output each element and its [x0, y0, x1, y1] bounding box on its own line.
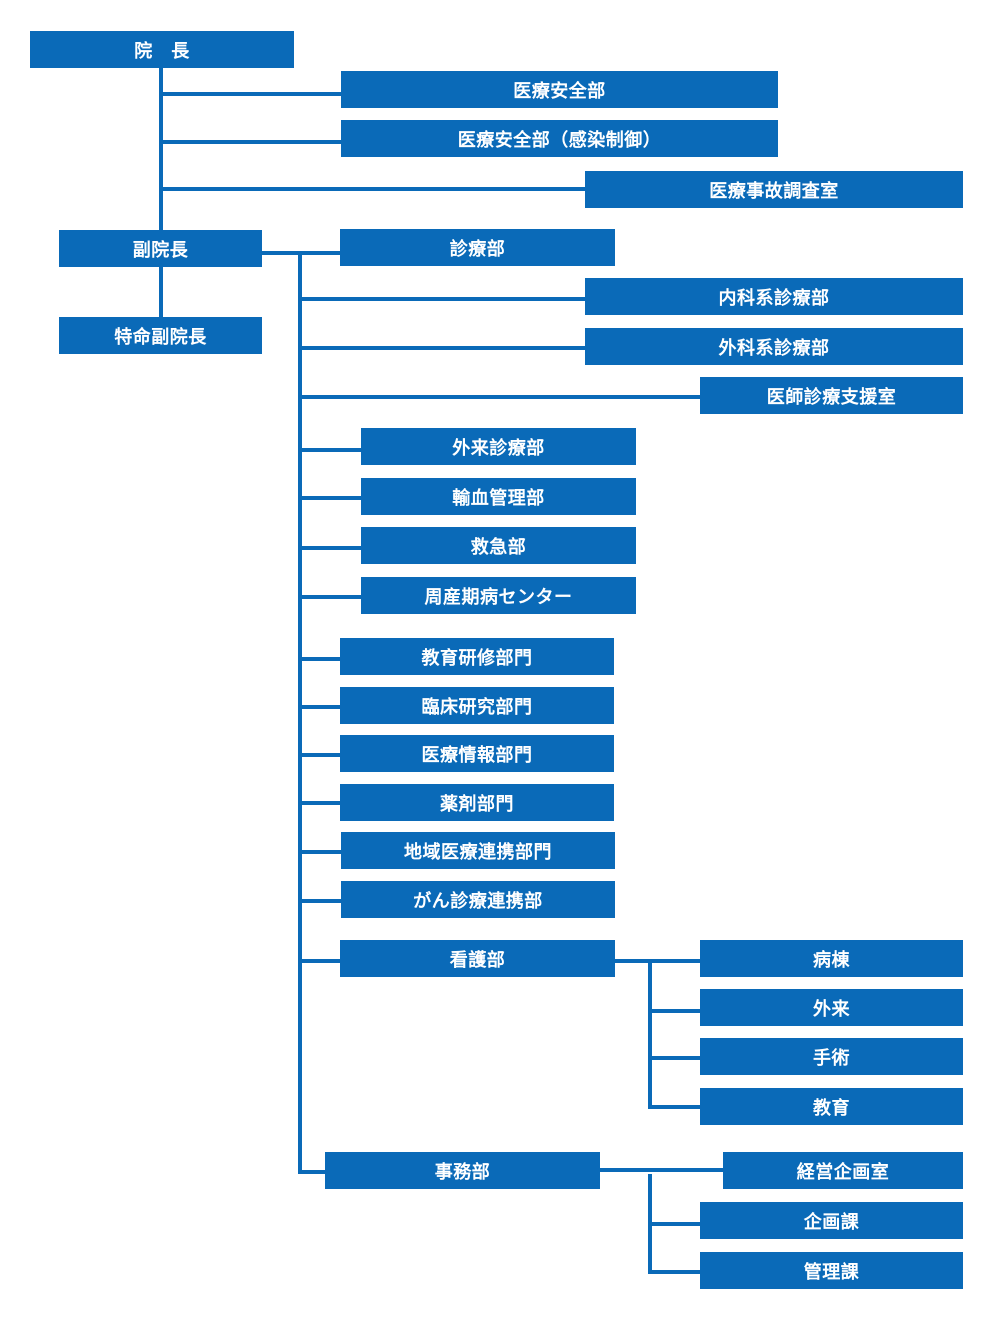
- connector-to-education-training: [298, 657, 341, 661]
- connector-director-trunk: [159, 68, 163, 231]
- box-planning-section: 企画課: [700, 1202, 963, 1239]
- connector-to-safety-infection: [159, 140, 342, 144]
- connector-to-clinical-research: [298, 705, 341, 709]
- connector-vice-to-special: [159, 267, 163, 318]
- box-doctor-support: 医師診療支援室: [700, 377, 963, 414]
- connector-admin-right: [599, 1168, 723, 1172]
- box-ward: 病棟: [700, 940, 963, 977]
- box-medical-info: 医療情報部門: [340, 735, 614, 772]
- box-regional-cooperation: 地域医療連携部門: [341, 832, 615, 869]
- connector-to-medical-info: [298, 753, 341, 757]
- connector-to-pharmacy: [298, 801, 341, 805]
- box-internal-medicine: 内科系診療部: [585, 278, 963, 315]
- box-special-vice-director: 特命副院長: [59, 317, 262, 354]
- connector-to-management-section: [648, 1270, 702, 1274]
- box-outpatient-clinical: 外来診療部: [361, 428, 636, 465]
- box-surgery: 外科系診療部: [585, 328, 963, 365]
- box-nursing: 看護部: [340, 940, 615, 977]
- connector-to-accident-room: [159, 187, 586, 191]
- box-surgery-op: 手術: [700, 1038, 963, 1075]
- box-admin: 事務部: [325, 1152, 600, 1189]
- box-emergency: 救急部: [361, 527, 636, 564]
- box-education: 教育: [700, 1088, 963, 1125]
- box-accident-room: 医療事故調査室: [585, 171, 963, 208]
- connector-to-regional: [298, 850, 341, 854]
- connector-to-doctor-support: [298, 395, 702, 399]
- box-transfusion: 輸血管理部: [361, 478, 636, 515]
- box-vice-director: 副院長: [59, 230, 262, 267]
- connector-to-nursing: [298, 959, 341, 963]
- box-education-training: 教育研修部門: [340, 638, 614, 675]
- connector-main-trunk: [298, 251, 302, 1174]
- connector-to-emergency: [298, 546, 362, 550]
- box-perinatal: 周産期病センター: [361, 577, 636, 614]
- box-director: 院 長: [30, 31, 294, 68]
- connector-nursing-right: [614, 959, 702, 963]
- box-management-section: 管理課: [700, 1252, 963, 1289]
- connector-to-outpatient-clinical: [298, 448, 362, 452]
- connector-to-surgery-op: [648, 1056, 702, 1060]
- connector-to-internal: [298, 297, 586, 301]
- connector-nursing-trunk: [648, 959, 652, 1109]
- box-safety: 医療安全部: [341, 71, 778, 108]
- box-clinical: 診療部: [340, 229, 615, 266]
- box-outpatient: 外来: [700, 989, 963, 1026]
- connector-to-planning-section: [648, 1222, 702, 1226]
- box-safety-infection: 医療安全部（感染制御）: [341, 120, 778, 157]
- box-management-planning: 経営企画室: [723, 1152, 963, 1189]
- box-pharmacy: 薬剤部門: [340, 784, 614, 821]
- connector-to-outpatient: [648, 1009, 702, 1013]
- connector-to-cancer: [298, 899, 341, 903]
- connector-to-perinatal: [298, 595, 362, 599]
- connector-to-surgery: [298, 346, 586, 350]
- box-clinical-research: 臨床研究部門: [340, 687, 614, 724]
- connector-to-transfusion: [298, 496, 362, 500]
- connector-to-admin: [298, 1170, 325, 1174]
- box-cancer-cooperation: がん診療連携部: [341, 881, 615, 918]
- connector-to-education: [648, 1105, 702, 1109]
- connector-to-safety: [159, 92, 342, 96]
